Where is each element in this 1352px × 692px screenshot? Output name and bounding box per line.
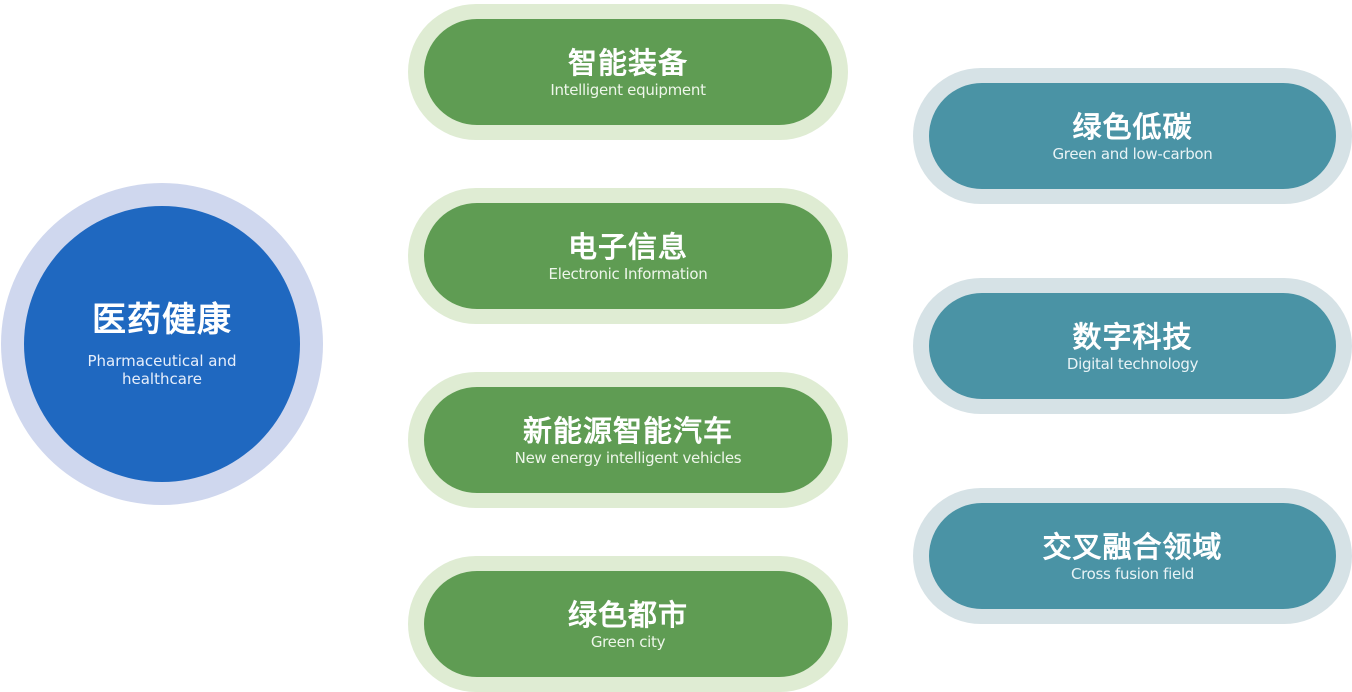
center-subtitle: Pharmaceutical and healthcare xyxy=(87,352,237,388)
pill-title: 电子信息 xyxy=(567,229,688,264)
pill-subtitle: New energy intelligent vehicles xyxy=(514,448,742,467)
pill-intelligent-equipment: 智能装备 Intelligent equipment xyxy=(424,19,832,125)
pill-subtitle: Green and low-carbon xyxy=(1052,144,1213,163)
pill-cross-fusion-field: 交叉融合领域 Cross fusion field xyxy=(929,503,1336,609)
pill-title: 交叉融合领域 xyxy=(1042,529,1223,564)
pill-digital-technology: 数字科技 Digital technology xyxy=(929,293,1336,399)
pill-title: 智能装备 xyxy=(567,45,688,80)
pill-title: 绿色都市 xyxy=(567,597,688,632)
pill-subtitle: Cross fusion field xyxy=(1070,564,1195,583)
pill-green-city: 绿色都市 Green city xyxy=(424,571,832,677)
pill-title: 新能源智能汽车 xyxy=(522,413,733,448)
pill-electronic-information: 电子信息 Electronic Information xyxy=(424,203,832,309)
pill-subtitle: Digital technology xyxy=(1066,354,1199,373)
pill-subtitle: Green city xyxy=(590,632,666,651)
pill-green-low-carbon: 绿色低碳 Green and low-carbon xyxy=(929,83,1336,189)
pill-subtitle: Intelligent equipment xyxy=(550,80,706,99)
center-circle: 医药健康 Pharmaceutical and healthcare xyxy=(24,206,300,482)
pill-subtitle: Electronic Information xyxy=(548,264,708,283)
pill-title: 数字科技 xyxy=(1072,319,1193,354)
center-title: 医药健康 xyxy=(92,300,232,340)
pill-title: 绿色低碳 xyxy=(1072,109,1193,144)
pill-new-energy-vehicles: 新能源智能汽车 New energy intelligent vehicles xyxy=(424,387,832,493)
